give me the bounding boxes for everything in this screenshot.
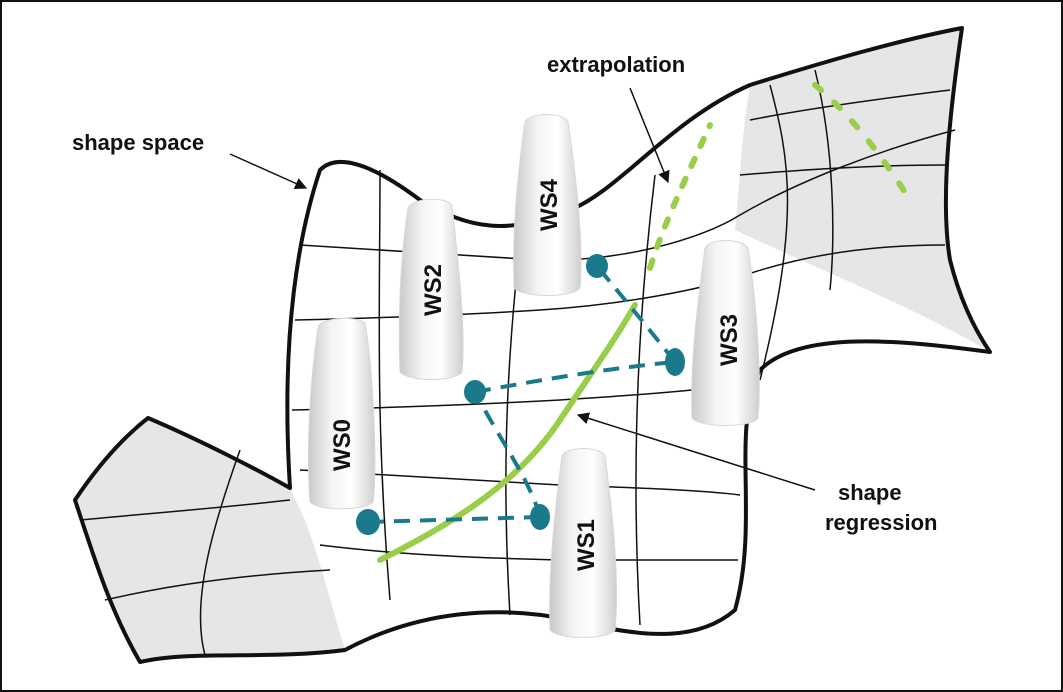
label-shape-regression-line1: shape: [838, 480, 902, 505]
node-ws4: [586, 254, 608, 278]
node-ws0: [356, 509, 380, 535]
shape-space-outline: [73, 26, 992, 664]
node-ws2: [464, 380, 486, 404]
tooth-ws3: WS3: [691, 240, 760, 426]
extrapolation-arrow: [629, 87, 670, 184]
label-shape-regression-line2: regression: [825, 510, 938, 535]
label-shape-space: shape space: [72, 130, 204, 155]
left-wing-surface: [75, 418, 345, 662]
connector-nodes: [356, 254, 685, 535]
tooth-ws4: WS4: [513, 114, 582, 296]
tooth-ws1: WS1: [549, 448, 618, 638]
tooth-label-ws4: WS4: [536, 178, 563, 231]
shape-space-arrow: [229, 153, 308, 190]
mesh-grid: [79, 69, 956, 656]
tooth-label-ws2: WS2: [420, 264, 447, 316]
label-extrapolation: extrapolation: [547, 52, 685, 77]
tooth-label-ws3: WS3: [716, 314, 743, 366]
tooth-label-ws1: WS1: [573, 519, 600, 571]
right-wing-surface: [735, 28, 990, 352]
shape-regression-arrow: [576, 412, 816, 491]
shape-regression-curve: [377, 302, 638, 563]
extrapolation-dotted-line-right: [812, 82, 913, 203]
tooth-ws2: WS2: [398, 198, 464, 380]
node-ws3: [665, 348, 685, 376]
tooth-label-ws0: WS0: [329, 419, 356, 471]
connector-lines: [367, 264, 677, 524]
extrapolation-dotted-line: [647, 122, 713, 271]
tooth-ws0: WS0: [307, 317, 376, 510]
node-ws1: [530, 504, 550, 530]
